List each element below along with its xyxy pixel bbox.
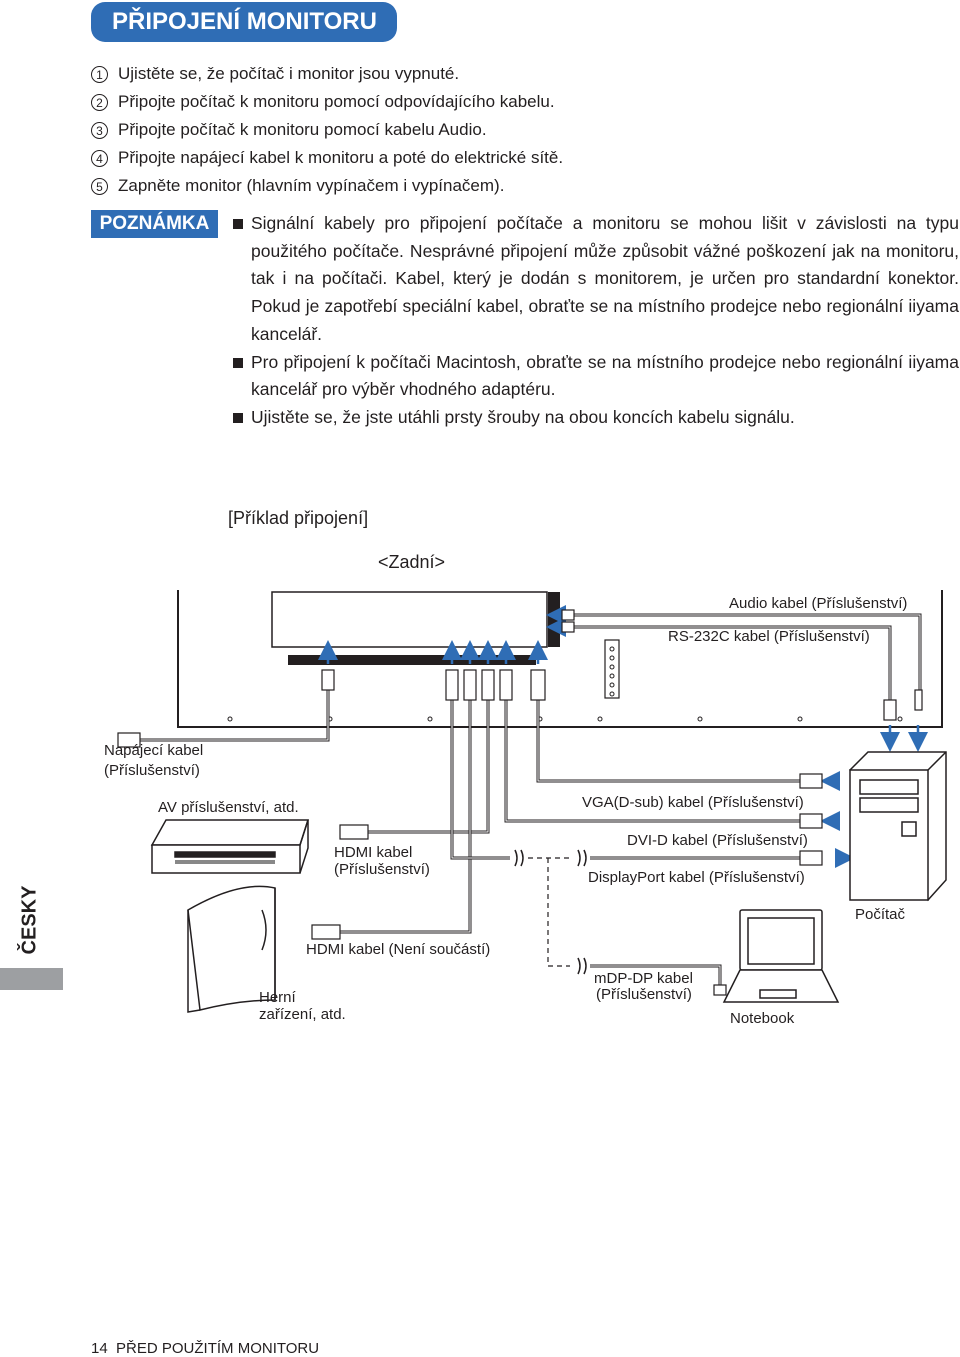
note-label: POZNÁMKA [91, 210, 218, 238]
mdp-cable-label-2: (Příslušenství) [596, 986, 692, 1003]
step-text: Připojte počítač k monitoru pomocí kabel… [118, 120, 487, 139]
notebook-label: Notebook [730, 1010, 795, 1027]
vga-cable-label: VGA(D-sub) kabel (Příslušenství) [582, 794, 804, 811]
step-item: 5 Zapněte monitor (hlavním vypínačem i vy… [91, 172, 563, 200]
computer-tower-illustration [849, 751, 947, 902]
note-text: Signální kabely pro připojení počítače a… [251, 213, 959, 344]
game-console-illustration [187, 885, 276, 1013]
rs232c-cable-label: RS-232C kabel (Příslušenství) [668, 628, 870, 645]
side-language-tab [0, 968, 63, 990]
page-number: 14 [91, 1340, 108, 1357]
power-cable-label: Napájecí kabel [104, 742, 204, 759]
hdmi-acc-label: HDMI kabel [334, 844, 413, 861]
note-item: Signální kabely pro připojení počítače a… [231, 210, 959, 349]
step-text: Připojte počítač k monitoru pomocí odpov… [118, 92, 555, 111]
example-title: [Příklad připojení] [228, 508, 369, 528]
bullet-square-icon [233, 357, 243, 368]
dvid-cable-label: DVI-D kabel (Příslušenství) [627, 832, 808, 849]
computer-label: Počítač [855, 906, 906, 923]
cable-connectors [117, 609, 923, 996]
step-item: 3 Připojte počítač k monitoru pomocí kabe… [91, 116, 563, 144]
step-text: Ujistěte se, že počítač i monitor jsou v… [118, 64, 460, 83]
power-cable-label-2: (Příslušenství) [104, 762, 200, 779]
cables [140, 613, 922, 985]
page-footer: 14 PŘED POUŽITÍM MONITORU [91, 1340, 319, 1357]
step-number: 3 [91, 121, 108, 139]
step-item: 4 Připojte napájecí kabel k monitoru a po… [91, 144, 563, 172]
hdmi-acc-label-2: (Příslušenství) [334, 861, 430, 878]
steps-list: 1 Ujistěte se, že počítač i monitor jsou … [91, 60, 563, 200]
notes-list: Signální kabely pro připojení počítače a… [231, 210, 959, 432]
audio-cable-label: Audio kabel (Příslušenství) [729, 595, 908, 612]
bullet-square-icon [233, 412, 243, 423]
page-title: PŘIPOJENÍ MONITORU [91, 2, 397, 42]
step-text: Připojte napájecí kabel k monitoru a pot… [118, 148, 564, 167]
note-item: Pro připojení k počítači Macintosh, obra… [231, 349, 959, 404]
notebook-illustration [722, 909, 840, 1003]
note-text: Ujistěte se, že jste utáhli prsty šrouby… [251, 406, 795, 427]
game-device-label: Herní [259, 989, 296, 1006]
step-item: 1 Ujistěte se, že počítač i monitor jsou … [91, 60, 563, 88]
av-device-illustration [150, 819, 310, 874]
footer-section: PŘED POUŽITÍM MONITORU [116, 1340, 320, 1357]
step-item: 2 Připojte počítač k monitoru pomocí odpo… [91, 88, 563, 116]
av-equipment-label: AV příslušenství, atd. [158, 799, 299, 816]
game-device-label-2: zařízení, atd. [259, 1006, 346, 1023]
displayport-cable-label: DisplayPort kabel (Příslušenství) [588, 869, 805, 886]
step-number: 2 [91, 93, 108, 111]
step-text: Zapněte monitor (hlavním vypínačem i vyp… [118, 176, 505, 195]
step-number: 5 [91, 177, 108, 195]
bullet-square-icon [233, 219, 243, 229]
rear-label: <Zadní> [378, 552, 446, 572]
step-number: 4 [91, 149, 108, 167]
note-text: Pro připojení k počítači Macintosh, obra… [251, 351, 959, 400]
side-language-label: ČESKY [18, 885, 41, 955]
hdmi-not-included-label: HDMI kabel (Není součástí) [306, 941, 491, 958]
note-item: Ujistěte se, že jste utáhli prsty šrouby… [231, 404, 959, 432]
mdp-cable-label: mDP-DP kabel [594, 970, 693, 987]
step-number: 1 [91, 65, 108, 83]
